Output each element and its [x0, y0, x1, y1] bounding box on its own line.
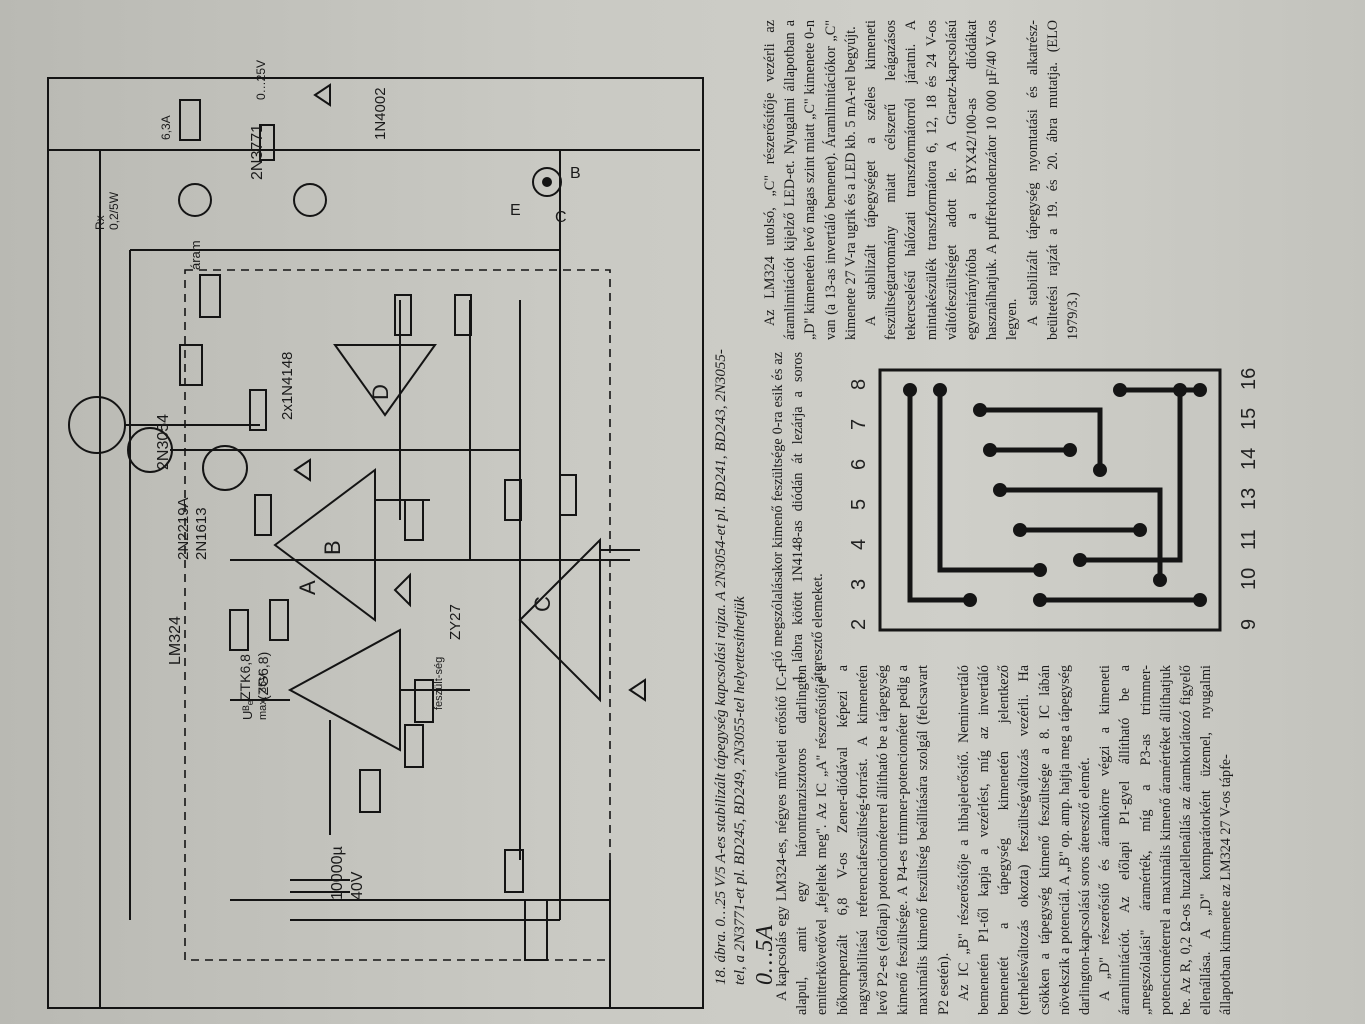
- paragraph: A stabilizált tápegységet a széles kimen…: [863, 20, 1021, 340]
- paragraph: Az IC „B" részerősítője a hibajelerősítő…: [955, 665, 1094, 1015]
- pcb-pin: 15: [1238, 408, 1260, 430]
- pcb-pin: 9: [1238, 619, 1260, 630]
- label-pin-c: C: [555, 209, 567, 226]
- label-2x1n4148: 2x1N4148: [279, 352, 296, 420]
- pcb-pin: 8: [848, 379, 870, 390]
- label-zg68: (ZG6,8): [255, 652, 271, 700]
- label-opamp-c: C: [530, 596, 555, 612]
- text-column-1: A kapcsolás egy LM324-es, négyes művelet…: [772, 665, 1237, 1015]
- pcb-pin: 4: [848, 539, 870, 550]
- label-2n3771: 2N3771: [249, 124, 266, 180]
- pcb-pin: 5: [848, 499, 870, 510]
- label-ube: Uᴮₑ: [240, 700, 255, 720]
- pcb-pin: 10: [1238, 568, 1260, 590]
- label-aram: áram: [188, 240, 203, 270]
- paragraph: A kapcsolás egy LM324-es, négyes művelet…: [774, 665, 952, 1015]
- label-ube-max: max. 35V: [257, 673, 269, 720]
- caption-text: 18. ábra. 0…25 V/5 A-es stabilizált tápe…: [713, 349, 748, 985]
- pcb-pin: 13: [1238, 488, 1260, 510]
- label-cap-v: 40V: [349, 871, 366, 900]
- circuit-schematic: 2N3771 2N3054 2N2219A 2N1613 LM324 ZTK6,…: [47, 60, 704, 1009]
- paragraph: A „D" részerősítő és áramkörre végzi a k…: [1097, 665, 1235, 1015]
- label-opamp-a: A: [295, 580, 320, 595]
- label-fuse: 6,3A: [159, 115, 173, 140]
- label-zy27: ZY27: [447, 604, 464, 640]
- text-column-2: Az LM324 utolsó, „C" részerősítője vezér…: [760, 20, 1083, 340]
- label-2n3054: 2N3054: [155, 414, 172, 470]
- label-rx: Rx: [93, 215, 107, 230]
- label-fesz: feszült-ség: [433, 657, 445, 710]
- pcb-pin: 14: [1238, 448, 1260, 470]
- label-opamp-b: B: [320, 540, 345, 555]
- pcb-pin: 16: [1238, 368, 1260, 390]
- figure-caption: 18. ábra. 0…25 V/5 A-es stabilizált tápe…: [712, 345, 778, 985]
- label-opamp-d: D: [368, 384, 393, 400]
- label-2n2219a: 2N2219A: [175, 497, 192, 560]
- paragraph: Az LM324 utolsó, „C" részerősítője vezér…: [762, 20, 859, 340]
- pcb-layout: 8 7 6 5 4 3 2 16 15 14 13 11 10 9: [848, 368, 1260, 632]
- label-pin-e: E: [510, 202, 521, 219]
- label-out-range: 0…25V: [254, 60, 268, 100]
- label-cap: 10000µ: [329, 846, 346, 900]
- pcb-pin: 7: [848, 419, 870, 430]
- pcb-pin: 3: [848, 579, 870, 590]
- pcb-pin: 11: [1238, 529, 1260, 550]
- label-2n1613: 2N1613: [193, 507, 210, 560]
- label-rx-val: 0,2/5W: [107, 191, 121, 230]
- text-column-mid: ció megszólalásakor kimenő feszültsége 0…: [768, 352, 829, 682]
- label-ztk68: ZTK6,8: [237, 654, 253, 700]
- pcb-pin: 2: [848, 619, 870, 630]
- pcb-pin: 6: [848, 459, 870, 470]
- label-1n4002: 1N4002: [372, 87, 389, 140]
- paragraph: A stabilizált tápegység nyomtatási és al…: [1024, 20, 1082, 340]
- label-lm324: LM324: [167, 616, 184, 665]
- paragraph: ció megszólalásakor kimenő feszültsége 0…: [770, 352, 827, 682]
- label-pin-b: B: [570, 165, 581, 182]
